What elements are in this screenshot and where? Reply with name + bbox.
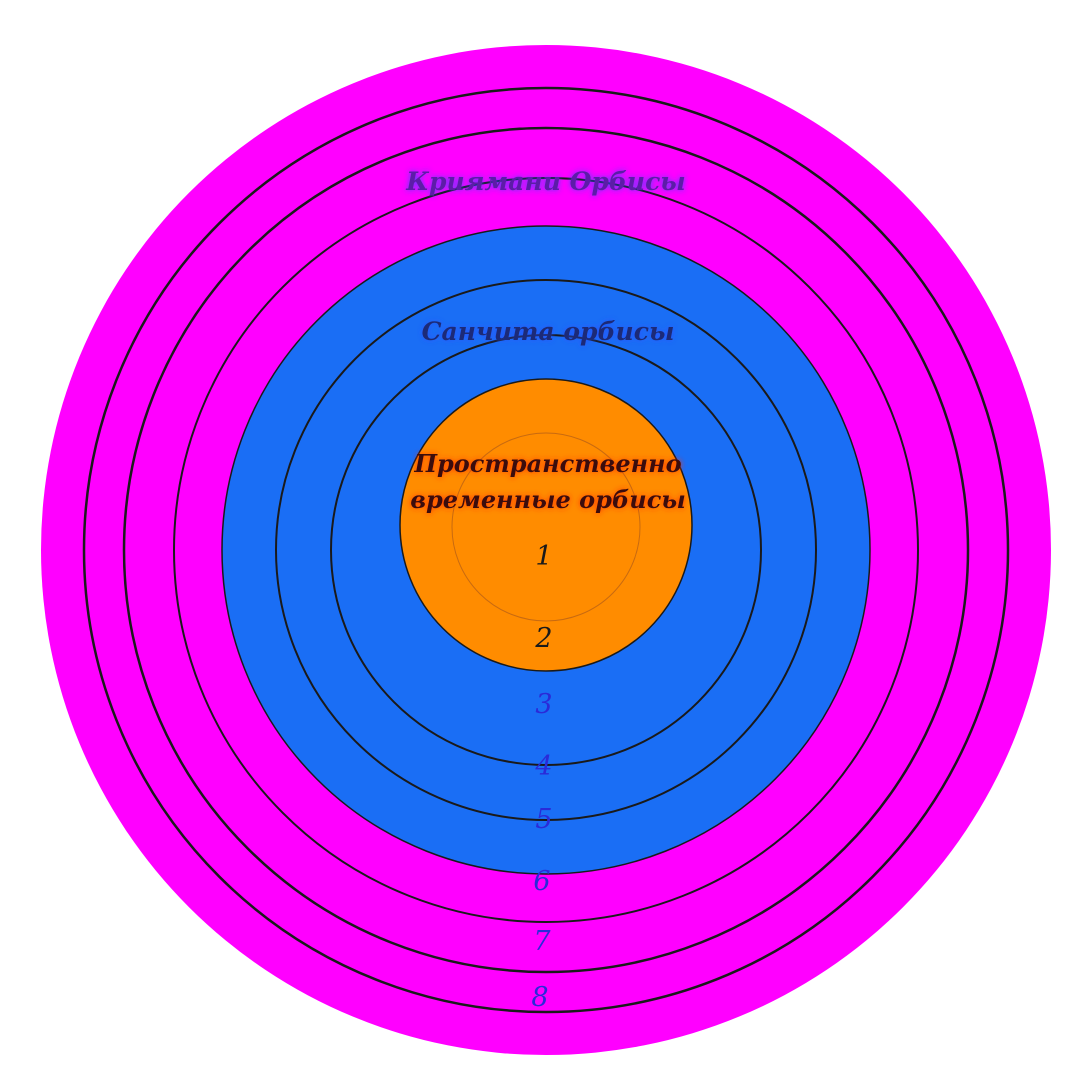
ring-number-6: 6 bbox=[533, 866, 550, 897]
inner-zone-label-line1: Пространственно bbox=[413, 449, 681, 478]
outer-zone-label: Криямани Орбисы bbox=[405, 167, 686, 196]
ring-number-2: 2 bbox=[534, 623, 552, 654]
inner-faint-ring bbox=[451, 432, 641, 622]
ring-line-7 bbox=[82, 86, 1010, 1014]
middle-zone-label: Санчита орбисы bbox=[422, 317, 675, 346]
ring-number-1: 1 bbox=[535, 541, 552, 572]
ring-line-6 bbox=[122, 126, 970, 974]
ring-number-4: 4 bbox=[534, 751, 552, 782]
ring-number-3: 3 bbox=[535, 689, 552, 720]
ring-number-7: 7 bbox=[533, 926, 551, 957]
ring-number-8: 8 bbox=[531, 982, 548, 1013]
ring-line-3 bbox=[330, 334, 762, 766]
ring-line-5 bbox=[173, 177, 919, 923]
ring-line-4 bbox=[275, 279, 817, 821]
ring-number-5: 5 bbox=[535, 804, 552, 835]
inner-zone-label-line2: временные орбисы bbox=[410, 485, 686, 514]
inner-zone-disk bbox=[399, 378, 693, 672]
